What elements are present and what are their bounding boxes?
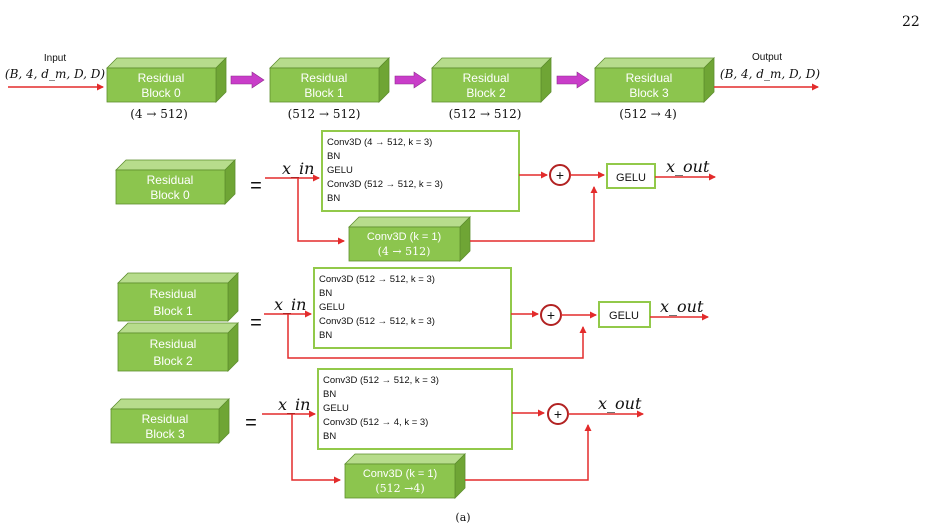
pipeline-block-2-line2: Block 2 <box>466 86 506 100</box>
b0-op-2: GELU <box>327 165 353 176</box>
b0-op-1: BN <box>327 151 340 162</box>
b3-op-0: Conv3D (512 → 512, k = 3) <box>323 375 439 386</box>
detail-block-2-line1: Residual <box>150 337 197 351</box>
pipeline-arrow-1 <box>394 71 427 89</box>
detail-block-1-line1: Residual <box>150 287 197 301</box>
pipeline-block-2: Residual Block 2 <box>431 57 552 103</box>
b0-xout: x_out <box>666 157 710 176</box>
pipeline-block-3: Residual Block 3 <box>594 57 715 103</box>
detail-block-3-icon: Residual Block 3 <box>110 398 230 444</box>
b0-gelu-label: GELU <box>616 172 646 184</box>
detail-block-1-line2: Block 1 <box>153 304 193 318</box>
b3-skip-conv: Conv3D (k = 1) (512 →4) <box>344 453 466 499</box>
b3-xout: x_out <box>598 394 642 413</box>
b12-gelu-label: GELU <box>609 310 639 322</box>
pipeline-block-2-dims: (512 → 512) <box>449 107 522 121</box>
input-shape: (B, 4, d_m, D, D) <box>5 67 106 81</box>
b3-op-1: BN <box>323 389 336 400</box>
b12-op-3: Conv3D (512 → 512, k = 3) <box>319 316 435 327</box>
figure-caption: (a) <box>455 511 470 524</box>
detail-block-0-line2: Block 0 <box>150 188 190 202</box>
detail-block-2-icon: Residual Block 2 <box>117 322 239 372</box>
pipeline-block-3-dims: (512 → 4) <box>619 107 677 121</box>
pipeline-arrow-2 <box>556 71 590 89</box>
b12-op-0: Conv3D (512 → 512, k = 3) <box>319 274 435 285</box>
b12-xout: x_out <box>660 297 704 316</box>
detail-block-0-line1: Residual <box>147 173 194 187</box>
output-label: Output <box>752 52 782 63</box>
detail-block-12-equals: = <box>250 312 262 334</box>
detail-block-3-line1: Residual <box>142 412 189 426</box>
detail-block-0-equals: = <box>250 175 262 197</box>
pipeline-block-2-line1: Residual <box>463 71 510 85</box>
b0-op-0: Conv3D (4 → 512, k = 3) <box>327 137 432 148</box>
b12-gelu-box <box>598 301 651 328</box>
input-label: Input <box>44 53 66 64</box>
pipeline-block-1-line2: Block 1 <box>304 86 344 100</box>
pipeline-block-1-dims: (512 → 512) <box>288 107 361 121</box>
b12-op-1: BN <box>319 288 332 299</box>
b0-skip-conv-line1: Conv3D (k = 1) <box>367 231 441 243</box>
b3-main-box <box>317 368 513 450</box>
b0-skip-path-down <box>297 178 345 245</box>
b12-skip-path <box>287 314 587 359</box>
detail-block-1-icon: Residual Block 1 <box>117 272 239 322</box>
b0-plus: + <box>556 167 564 183</box>
b3-skip-conv-line2: (512 →4) <box>375 482 424 495</box>
pipeline-block-0-dims: (4 → 512) <box>130 107 188 121</box>
detail-block-3-equals: = <box>245 412 257 434</box>
b3-skip-to-add <box>465 424 592 481</box>
pipeline-block-1-line1: Residual <box>301 71 348 85</box>
b3-op-2: GELU <box>323 403 349 414</box>
b0-op-4: BN <box>327 193 340 204</box>
b3-skip-path-down <box>291 414 341 484</box>
detail-block-0-icon: Residual Block 0 <box>115 159 236 205</box>
pipeline-block-3-line1: Residual <box>626 71 673 85</box>
b12-plus: + <box>547 307 555 323</box>
pipeline-block-0: Residual Block 0 <box>106 57 227 103</box>
detail-block-3-xin: x_in <box>278 395 310 414</box>
detail-block-2-line2: Block 2 <box>153 354 193 368</box>
b3-plus: + <box>554 406 562 422</box>
pipeline-block-0-line2: Block 0 <box>141 86 181 100</box>
pipeline-block-1: Residual Block 1 <box>269 57 390 103</box>
pipeline-arrow-0 <box>230 71 265 89</box>
b3-op-4: BN <box>323 431 336 442</box>
b3-skip-conv-line1: Conv3D (k = 1) <box>363 468 437 480</box>
b12-main-box <box>313 267 512 349</box>
detail-block-0-xin: x_in <box>282 159 314 178</box>
b0-gelu-box <box>606 163 656 189</box>
detail-block-12-xin: x_in <box>274 295 306 314</box>
pipeline-block-3-line2: Block 3 <box>629 86 669 100</box>
b12-op-2: GELU <box>319 302 345 313</box>
detail-block-3-line2: Block 3 <box>145 427 185 441</box>
b0-skip-conv: Conv3D (k = 1) (4 → 512) <box>348 216 471 262</box>
b12-op-4: BN <box>319 330 332 341</box>
b0-main-box <box>321 130 520 212</box>
b0-op-3: Conv3D (512 → 512, k = 3) <box>327 179 443 190</box>
output-shape: (B, 4, d_m, D, D) <box>720 67 821 81</box>
b0-skip-to-add <box>470 186 598 242</box>
b3-op-3: Conv3D (512 → 4, k = 3) <box>323 417 428 428</box>
pipeline-block-0-line1: Residual <box>138 71 185 85</box>
b0-skip-conv-line2: (4 → 512) <box>378 245 431 258</box>
page-number: 22 <box>902 14 920 30</box>
